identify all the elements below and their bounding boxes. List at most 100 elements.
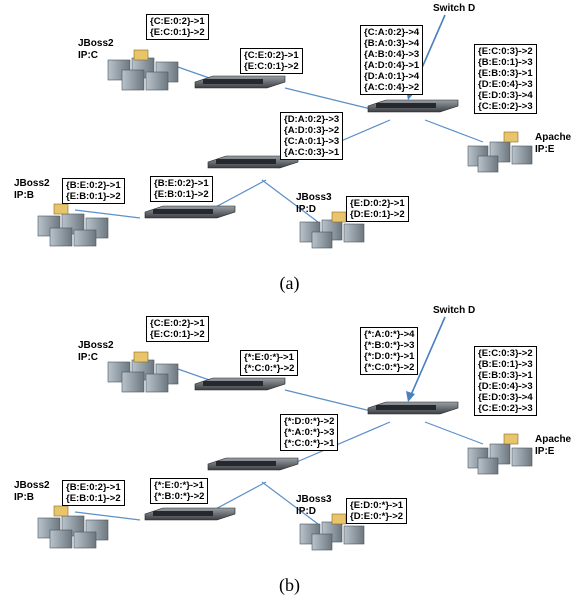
network-diagram — [37, 316, 533, 551]
routing-rule: {A:C:0:3}->1 — [284, 147, 340, 158]
routing-rule: {A:D:0:4}->1 — [364, 60, 420, 71]
routing-rule: {*:C:0:*}->2 — [364, 362, 415, 373]
jboss-b-label: JBoss2 IP:B — [14, 178, 50, 202]
switch-d-arrow — [406, 316, 446, 402]
routing-rule: {D:A:0:1}->4 — [364, 71, 420, 82]
routing-table-switch-mid: {D:A:0:2}->3{A:D:0:3}->2{C:A:0:1}->3{A:C… — [280, 112, 344, 160]
link-left-b — [74, 511, 141, 521]
routing-rule: {E:C:0:1}->2 — [150, 27, 205, 38]
jboss-d-label: JBoss3 IP:D — [296, 192, 332, 216]
routing-rule: {C:E:0:2}->1 — [244, 50, 299, 61]
routing-rule: {E:B:0:3}->1 — [478, 68, 533, 79]
server-cluster-d — [299, 513, 365, 551]
routing-rule: {*:A:0:*}->4 — [364, 329, 415, 340]
link-mid-d — [261, 481, 319, 525]
link-switchd-e — [424, 421, 484, 445]
routing-table-host-b: {B:E:0:2}->1{E:B:0:1}->2 — [62, 480, 125, 506]
network-diagram — [37, 14, 533, 249]
routing-rule: {C:A:0:2}->4 — [364, 27, 420, 38]
switch-top — [194, 377, 286, 391]
routing-rule: {D:E:0:1}->2 — [350, 209, 405, 220]
routing-table-switch-d: {C:A:0:2}->4{B:A:0:3}->4{A:B:0:4}->3{A:D… — [360, 25, 424, 95]
routing-rule: {E:C:0:3}->2 — [478, 46, 533, 57]
routing-rule: {E:C:0:3}->2 — [478, 348, 533, 359]
apache-e-name: Apache — [535, 434, 572, 445]
jboss-c-label: JBoss2 IP:C — [78, 38, 114, 62]
jboss-b-name: JBoss2 — [14, 178, 50, 189]
routing-rule: {D:E:0:4}->3 — [478, 381, 533, 392]
routing-rule: {*:D:0:*}->1 — [364, 351, 415, 362]
apache-e-ip: IP:E — [535, 144, 555, 155]
switch-d — [367, 401, 459, 415]
switch-d — [367, 99, 459, 113]
routing-rule: {*:A:0:*}->3 — [284, 427, 335, 438]
apache-e-ip: IP:E — [535, 446, 555, 457]
routing-table-switch-top: {*:E:0:*}->1{*:C:0:*}->2 — [240, 350, 299, 376]
switch-mid — [207, 457, 299, 471]
routing-table-switch-left: {B:E:0:2}->1{E:B:0:1}->2 — [150, 176, 213, 202]
routing-rule: {*:E:0:*}->1 — [154, 480, 204, 491]
routing-rule: {D:E:0:4}->3 — [478, 79, 533, 90]
routing-rule: {E:B:0:1}->2 — [66, 191, 121, 202]
routing-rule: {B:E:0:2}->1 — [66, 482, 121, 493]
server-cluster-c — [107, 49, 179, 91]
link-switchd-e — [424, 119, 484, 143]
switch-d-label: Switch D — [433, 305, 476, 316]
jboss-b-name: JBoss2 — [14, 480, 50, 491]
routing-table-host-c: {C:E:0:2}->1{E:C:0:1}->2 — [146, 316, 209, 342]
routing-table-host-d: {E:D:0:2}->1{D:E:0:1}->2 — [346, 196, 409, 222]
jboss-d-name: JBoss3 — [296, 494, 332, 505]
link-top-switchd — [284, 87, 376, 111]
routing-table-host-c: {C:E:0:2}->1{E:C:0:1}->2 — [146, 14, 209, 40]
jboss-c-ip: IP:C — [78, 50, 98, 61]
server-cluster-b — [37, 203, 109, 247]
apache-e-label: Apache IP:E — [535, 132, 571, 156]
routing-table-host-e: {E:C:0:3}->2{B:E:0:1}->3{E:B:0:3}->1{D:E… — [474, 44, 537, 114]
server-cluster-e — [467, 433, 533, 475]
routing-rule: {C:A:0:1}->3 — [284, 136, 340, 147]
routing-rule: {E:B:0:1}->2 — [154, 189, 209, 200]
routing-rule: {C:E:0:2}->3 — [478, 403, 533, 414]
routing-rule: {*:C:0:*}->1 — [284, 438, 335, 449]
routing-rule: {A:D:0:3}->2 — [284, 125, 340, 136]
jboss-d-label: JBoss3 IP:D — [296, 494, 332, 518]
routing-rule: {B:E:0:2}->1 — [66, 180, 121, 191]
routing-table-host-b: {B:E:0:2}->1{E:B:0:1}->2 — [62, 178, 125, 204]
link-mid-d — [261, 179, 319, 223]
panel-caption: (a) — [279, 273, 300, 293]
jboss-d-name: JBoss3 — [296, 192, 332, 203]
routing-rule: {E:B:0:1}->2 — [66, 493, 121, 504]
link-left-b — [74, 209, 141, 219]
routing-rule: {*:B:0:*}->3 — [364, 340, 415, 351]
routing-rule: {B:E:0:1}->3 — [478, 359, 533, 370]
routing-rule: {*:C:0:*}->2 — [244, 363, 295, 374]
panel-a: JBoss2 IP:C JBoss2 IP:B JBoss3 IP:D Apac… — [14, 3, 571, 293]
routing-rule: {E:C:0:1}->2 — [150, 329, 205, 340]
panel-caption: (b) — [279, 575, 300, 595]
server-cluster-b — [37, 505, 109, 549]
switch-left — [144, 205, 236, 219]
server-cluster-d — [299, 211, 365, 249]
routing-rule: {A:B:0:4}->3 — [364, 49, 420, 60]
routing-rule: {*:B:0:*}->2 — [154, 491, 205, 502]
jboss-c-name: JBoss2 — [78, 340, 114, 351]
routing-rule: {D:E:0:*}->2 — [350, 511, 404, 522]
panel-b: JBoss2 IP:C JBoss2 IP:B JBoss3 IP:D Apac… — [0, 302, 579, 604]
routing-rule: {E:C:0:1}->2 — [244, 61, 299, 72]
routing-rule: {E:D:0:2}->1 — [350, 198, 405, 209]
switch-mid — [207, 155, 299, 169]
routing-rule: {*:D:0:*}->2 — [284, 416, 335, 427]
jboss-c-ip: IP:C — [78, 352, 98, 363]
jboss-b-ip: IP:B — [14, 190, 34, 201]
link-top-switchd — [284, 389, 376, 413]
routing-rule: {E:D:0:3}->4 — [478, 90, 533, 101]
switch-d-label: Switch D — [433, 3, 476, 14]
routing-rule: {E:B:0:3}->1 — [478, 370, 533, 381]
routing-rule: {E:D:0:3}->4 — [478, 392, 533, 403]
routing-table-host-e: {E:C:0:3}->2{B:E:0:1}->3{E:B:0:3}->1{D:E… — [474, 346, 537, 416]
routing-table-switch-d: {*:A:0:*}->4{*:B:0:*}->3{*:D:0:*}->1{*:C… — [360, 327, 419, 375]
routing-rule: {C:E:0:2}->1 — [150, 318, 205, 329]
routing-rule: {E:D:0:*}->1 — [350, 500, 404, 511]
routing-rule: {B:E:0:2}->1 — [154, 178, 209, 189]
routing-table-switch-mid: {*:D:0:*}->2{*:A:0:*}->3{*:C:0:*}->1 — [280, 414, 339, 451]
